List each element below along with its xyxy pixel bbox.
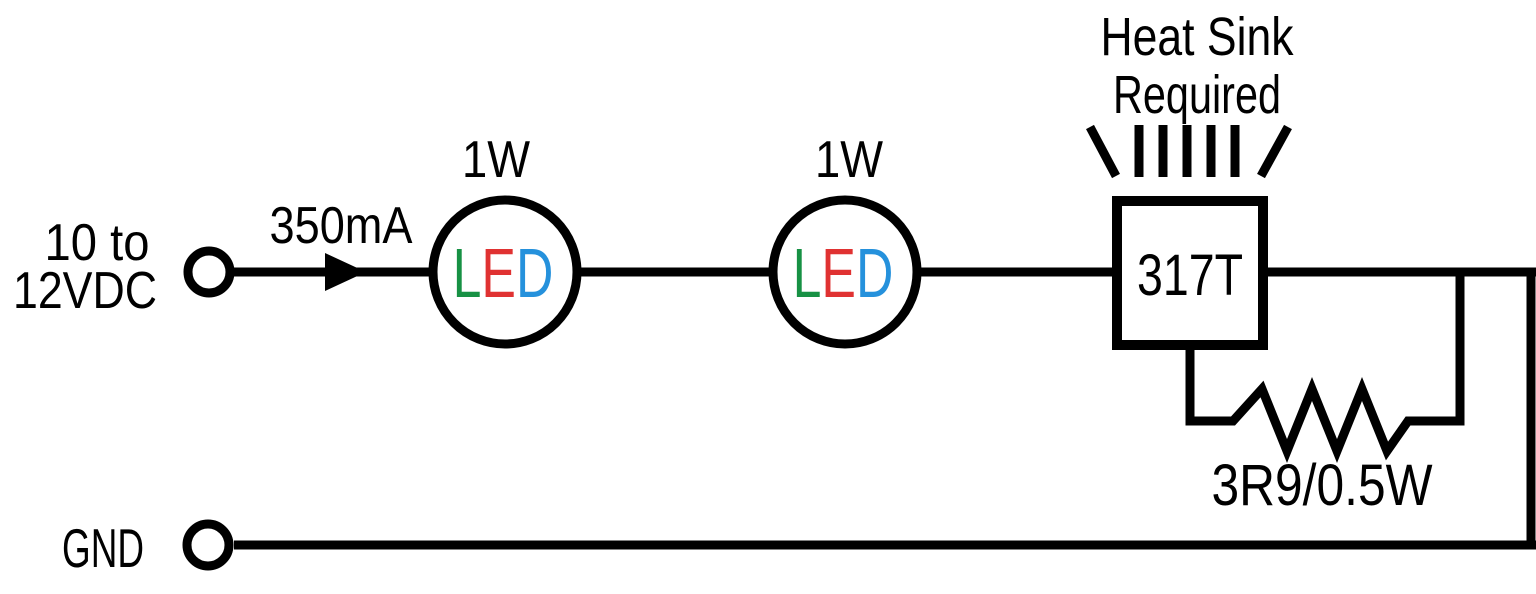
regulator-label: 317T: [1137, 243, 1243, 308]
heatsink-fins-icon: [1086, 124, 1292, 179]
led1-label: LED: [453, 234, 554, 312]
input-voltage-label-line1: 10 to: [45, 214, 150, 272]
led2-letter-e: E: [821, 234, 856, 312]
input-voltage-label-line2: 12VDC: [13, 262, 157, 320]
svg-text:LED: LED: [793, 234, 894, 312]
led2-label: LED: [793, 234, 894, 312]
led1-power-label: 1W: [462, 131, 530, 189]
led1-letter-e: E: [481, 234, 516, 312]
led1-letter-l: L: [453, 234, 482, 312]
led1-letter-d: D: [516, 234, 553, 312]
heatsink-fin-left: [1086, 124, 1120, 179]
regulator-box: [1112, 196, 1268, 350]
led2-symbol: [768, 195, 922, 349]
current-label: 350mA: [270, 197, 413, 255]
heatsink-note-line1: Heat Sink: [1101, 7, 1295, 67]
svg-text:LED: LED: [453, 234, 554, 312]
ground-terminal-symbol: [182, 519, 234, 571]
ground-label: GND: [62, 517, 144, 579]
heatsink-note-line2: Required: [1113, 65, 1281, 125]
led2-letter-l: L: [793, 234, 822, 312]
resistor-value-label: 3R9/0.5W: [1212, 453, 1433, 518]
led2-letter-d: D: [856, 234, 893, 312]
heatsink-fin-right: [1257, 124, 1292, 179]
current-direction-arrow-icon: [325, 253, 366, 291]
led2-power-label: 1W: [815, 131, 883, 189]
input-terminal-symbol: [183, 246, 235, 298]
resistor-zigzag-symbol: [1185, 272, 1465, 464]
led1-symbol: [428, 195, 582, 349]
